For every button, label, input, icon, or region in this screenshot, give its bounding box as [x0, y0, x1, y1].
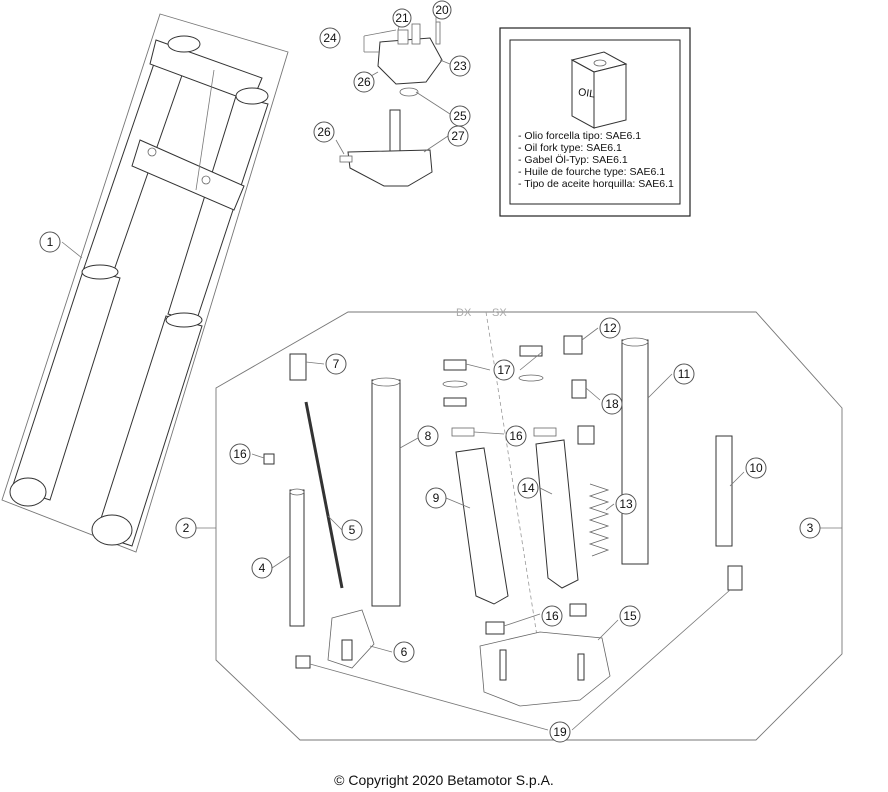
callout-3: 3 [799, 517, 821, 539]
callout-8: 8 [417, 425, 439, 447]
callout-26-bottom-label: 26 [317, 125, 331, 139]
callout-9-label: 9 [433, 491, 440, 505]
callout-6: 6 [393, 641, 415, 663]
oil-spec-line-de: - Gabel Öl-Typ: SAE6.1 [518, 154, 628, 166]
oil-can-label: OIL [577, 86, 596, 100]
callout-13-label: 13 [619, 497, 633, 511]
callout-16-upper-label: 16 [509, 429, 523, 443]
callout-10: 10 [745, 457, 767, 479]
callout-10-label: 10 [749, 461, 763, 475]
side-label-right: DX [456, 307, 472, 319]
callout-14-label: 14 [521, 481, 535, 495]
oil-can-icon: OIL [570, 51, 628, 129]
callout-24-label: 24 [323, 31, 337, 45]
internal-parts-drawing [251, 327, 745, 731]
callout-2: 2 [175, 517, 197, 539]
callout-11-label: 11 [678, 367, 691, 381]
oil-spec-line-es: - Tipo de aceite horquilla: SAE6.1 [518, 178, 674, 190]
fork-assembly-panel [1, 13, 289, 553]
steering-stem-drawing [335, 16, 451, 187]
callout-11: 11 [673, 363, 695, 385]
callout-4: 4 [251, 557, 273, 579]
oil-spec-line-en: - Oil fork type: SAE6.1 [518, 142, 622, 154]
callout-3-label: 3 [807, 521, 814, 535]
callout-7: 7 [325, 353, 347, 375]
callout-2-label: 2 [183, 521, 190, 535]
callout-16-lower-label: 16 [545, 609, 559, 623]
oil-spec-line-it: - Olio forcella tipo: SAE6.1 [518, 130, 641, 142]
copyright-notice: © Copyright 2020 Betamotor S.p.A. [334, 772, 554, 788]
callout-19-label: 19 [553, 725, 567, 739]
callout-20-label: 20 [435, 3, 449, 17]
callout-5: 5 [341, 519, 363, 541]
callout-1-label: 1 [47, 235, 54, 249]
side-label-left: SX [492, 307, 507, 319]
callout-26-top-label: 26 [357, 75, 371, 89]
callout-16-upper: 16 [505, 425, 527, 447]
callout-26-bottom: 26 [313, 121, 335, 143]
callout-6-label: 6 [401, 645, 408, 659]
callout-5-label: 5 [349, 523, 356, 537]
callout-15-label: 15 [623, 609, 637, 623]
callout-18: 18 [601, 393, 623, 415]
oil-spec-line-fr: - Huile de fourche type: SAE6.1 [518, 166, 665, 178]
callout-21-label: 21 [395, 11, 409, 25]
callout-4-label: 4 [259, 561, 266, 575]
callout-17: 17 [493, 359, 515, 381]
callout-9: 9 [425, 487, 447, 509]
callout-17-label: 17 [497, 363, 511, 377]
callout-26-top: 26 [353, 71, 375, 93]
fork-assembly-drawing [9, 35, 269, 547]
callout-16-left: 16 [229, 443, 251, 465]
callout-1: 1 [39, 231, 61, 253]
callout-25-label: 25 [453, 109, 467, 123]
callout-25: 25 [449, 105, 471, 127]
callout-27: 27 [447, 125, 469, 147]
callout-7-label: 7 [333, 357, 340, 371]
callout-8-label: 8 [425, 429, 432, 443]
callout-16-lower: 16 [541, 605, 563, 627]
callout-12-label: 12 [603, 321, 617, 335]
callout-21: 21 [392, 8, 412, 28]
callout-19: 19 [549, 721, 571, 743]
callout-23: 23 [449, 55, 471, 77]
callout-12: 12 [599, 317, 621, 339]
callout-24: 24 [319, 27, 341, 49]
callout-16-left-label: 16 [233, 447, 247, 461]
callout-23-label: 23 [453, 59, 467, 73]
callout-13: 13 [615, 493, 637, 515]
callout-18-label: 18 [605, 397, 619, 411]
callout-20: 20 [432, 0, 452, 20]
callout-27-label: 27 [451, 129, 465, 143]
callout-14: 14 [517, 477, 539, 499]
oil-specification-box: OIL - Olio forcella tipo: SAE6.1 - Oil f… [499, 27, 691, 217]
callout-15: 15 [619, 605, 641, 627]
